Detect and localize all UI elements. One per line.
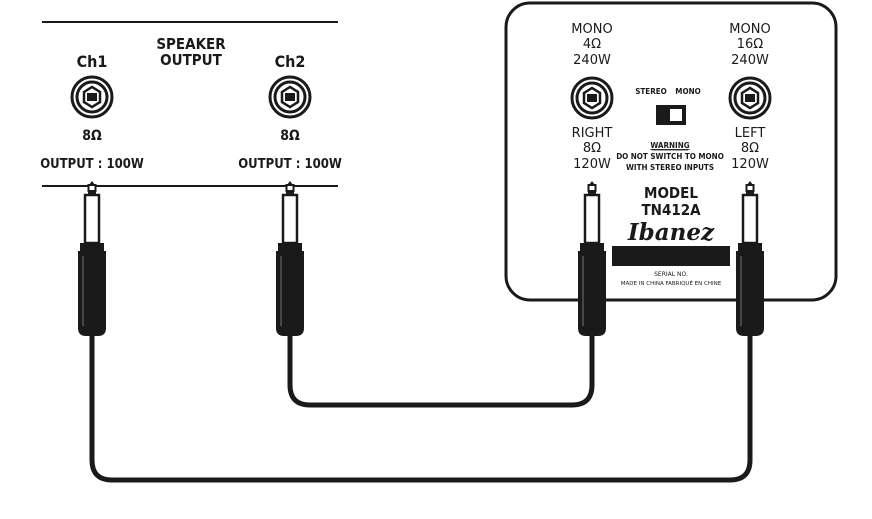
warning-line2: WITH STEREO INPUTS [626,163,714,172]
brand-logo: Ibanez [627,219,715,246]
ch2-label: Ch2 [275,52,306,71]
right-jack-top-line2: 16Ω [737,37,764,52]
cabinet-right-input-jack[interactable] [570,76,614,120]
switch-label-stereo: STEREO [635,87,667,96]
speaker-output-title-line2: OUTPUT [160,51,222,69]
ch1-impedance: 8Ω [82,128,102,144]
ch2-output-rating: OUTPUT : 100W [238,157,342,172]
left-jack-top-line2: 4Ω [583,37,601,52]
ch2-impedance: 8Ω [280,128,300,144]
left-jack-bottom-line1: RIGHT [572,126,613,141]
left-jack-top-line1: MONO [571,22,612,37]
ch1-output-rating: OUTPUT : 100W [40,157,144,172]
serial-plate [612,246,730,266]
plug-ch2[interactable] [274,179,306,338]
right-jack-top-line1: MONO [729,22,770,37]
left-jack-top-line3: 240W [573,53,611,68]
ch1-output-jack[interactable] [70,75,114,119]
serial-label: SERIAL NO. [654,271,688,278]
stereo-mono-switch[interactable] [656,105,686,125]
cable-ch2-to-right [287,335,595,408]
model-number: TN412A [641,201,701,219]
speaker-output-title-line1: SPEAKER [156,35,226,53]
right-jack-bottom-line1: LEFT [735,126,766,141]
made-in-label: MADE IN CHINA FABRIQUÉ EN CHINE [621,279,722,287]
warning-line1: DO NOT SWITCH TO MONO [616,152,724,161]
ch2-output-jack[interactable] [268,75,312,119]
right-jack-bottom-line2: 8Ω [741,141,759,156]
cable-ch1-to-left [89,335,753,483]
model-label: MODEL [644,184,698,202]
warning-title: WARNING [650,141,689,150]
right-jack-top-line3: 240W [731,53,769,68]
left-jack-bottom-line3: 120W [573,157,611,172]
right-jack-bottom-line3: 120W [731,157,769,172]
ch1-label: Ch1 [77,52,108,71]
plug-ch1[interactable] [76,179,108,338]
left-jack-bottom-line2: 8Ω [583,141,601,156]
switch-label-mono: MONO [675,87,700,96]
cabinet-left-input-jack[interactable] [728,76,772,120]
